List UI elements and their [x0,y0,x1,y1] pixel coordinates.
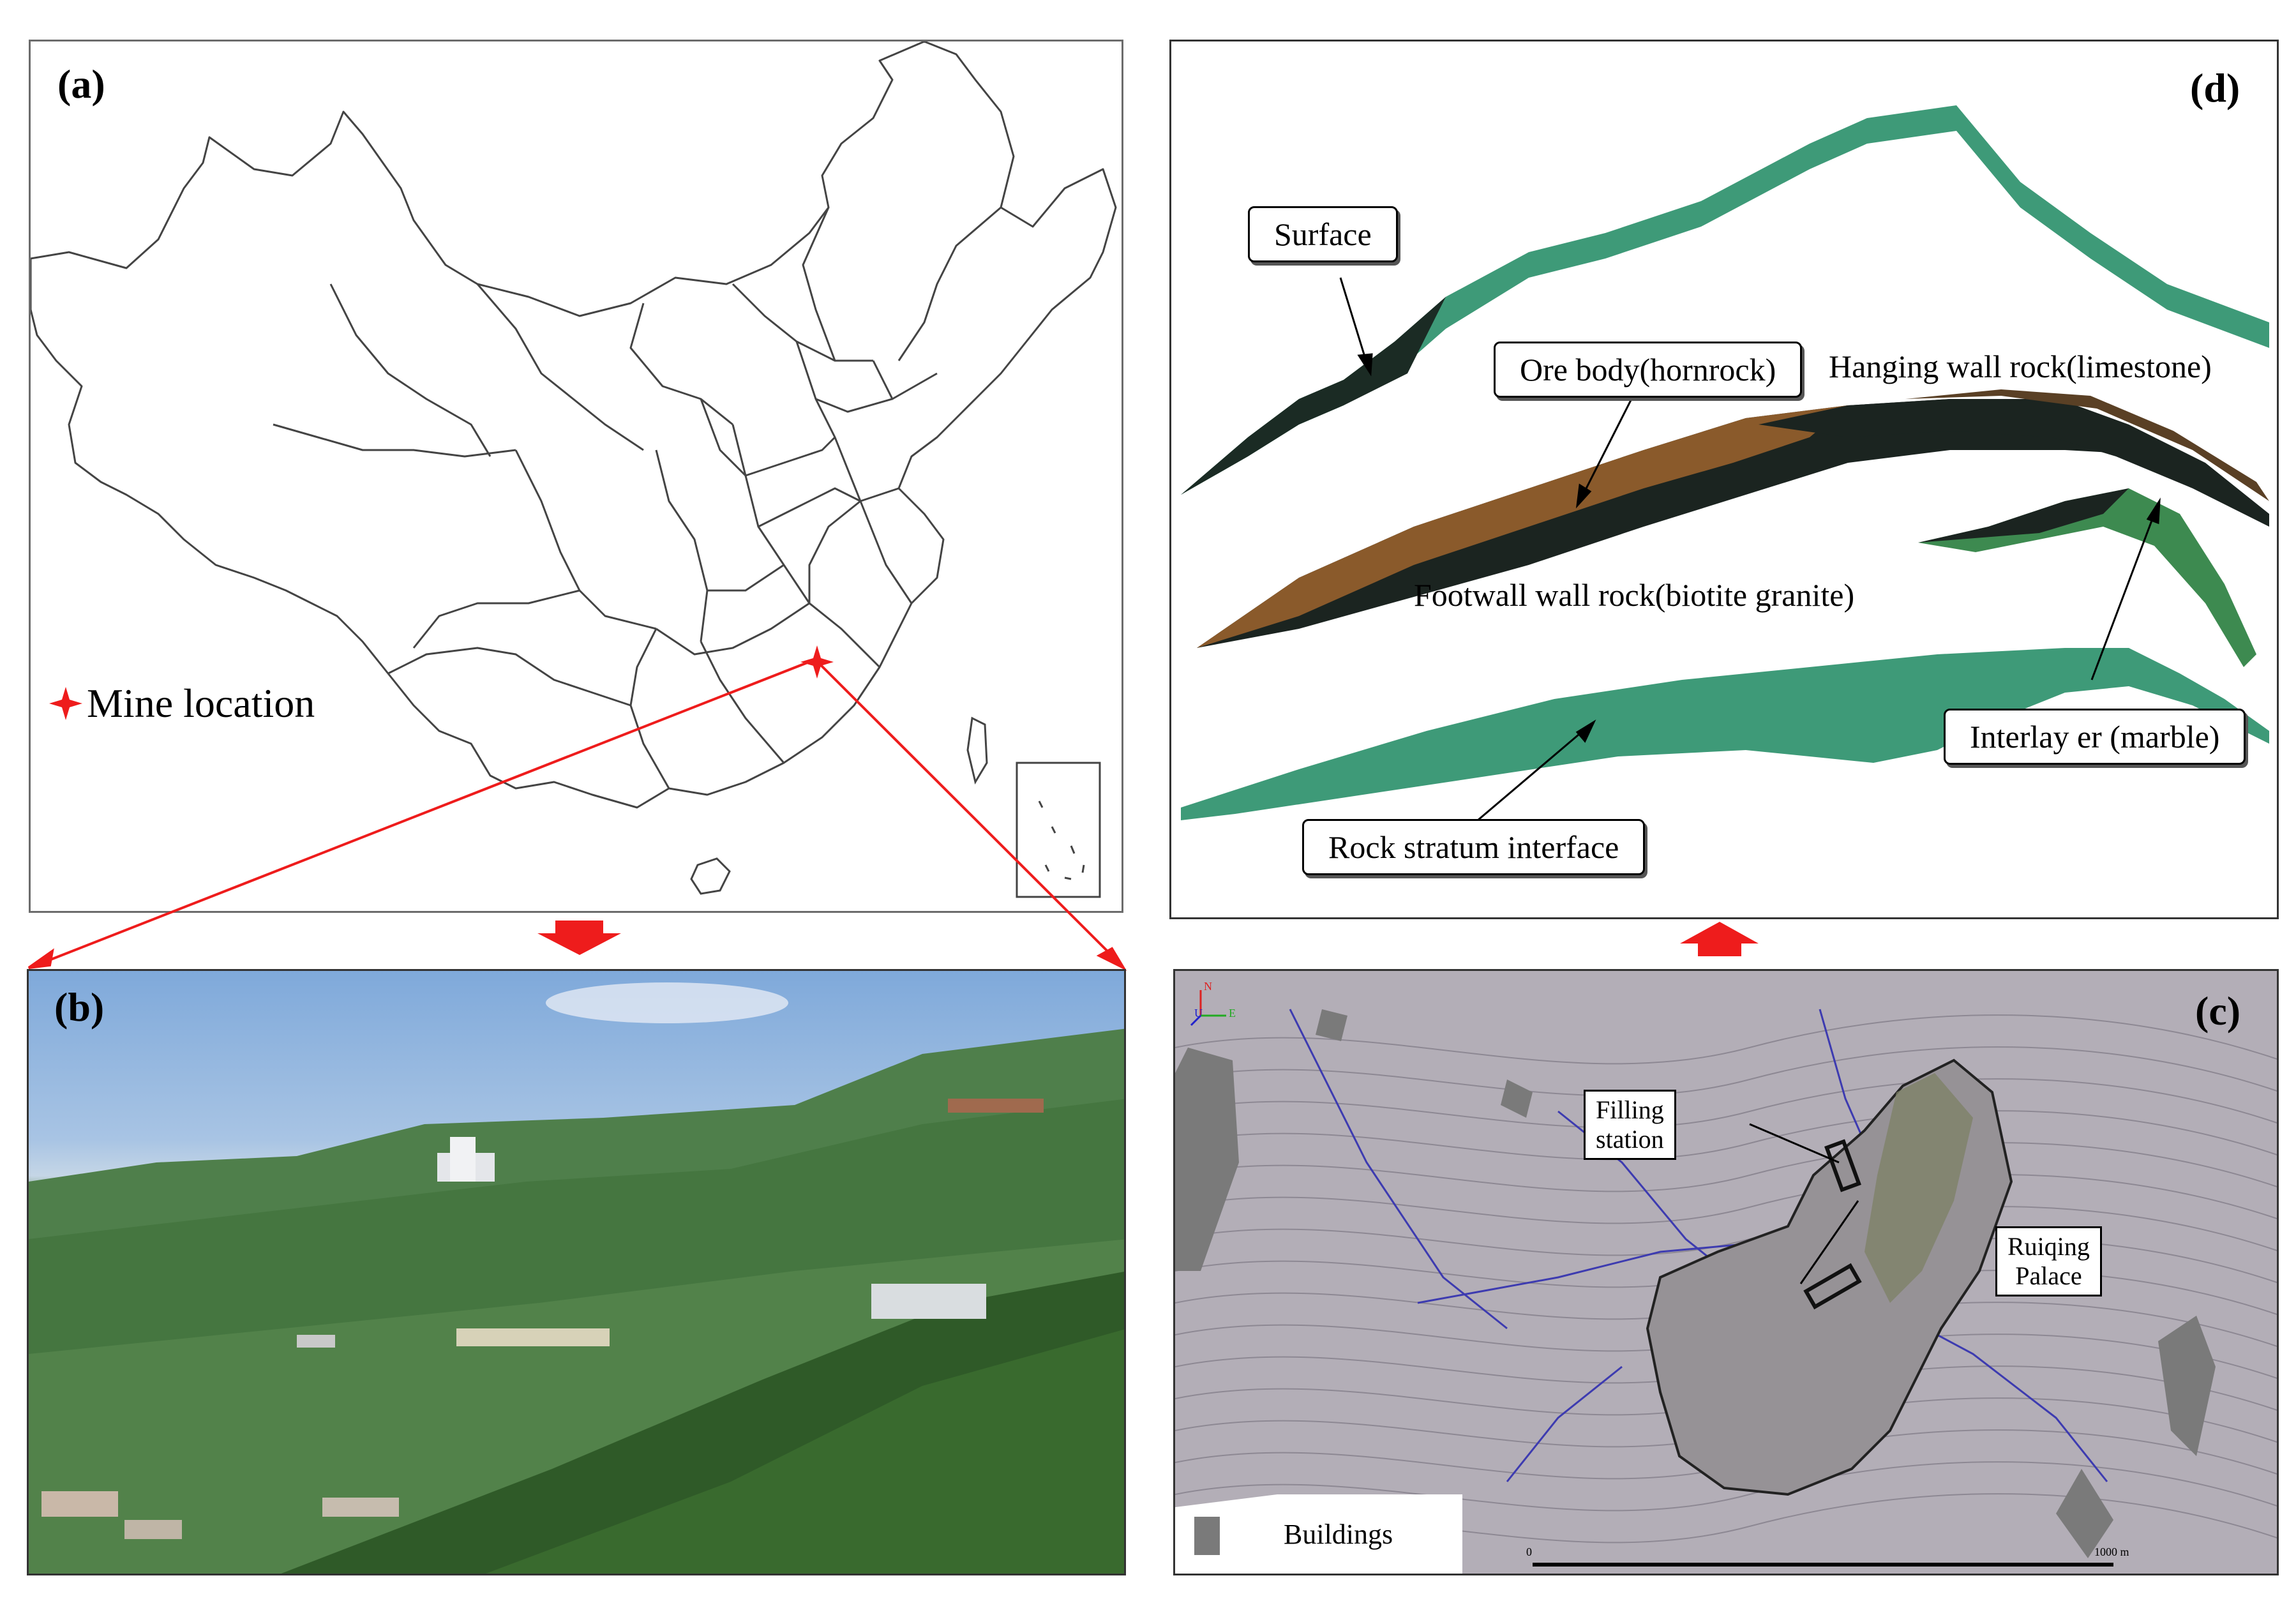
surface-label: Surface [1248,206,1398,262]
scale-start-label: 0 [1526,1545,1532,1558]
panel-a-letter: (a) [57,61,105,107]
china-map-outline [31,41,1117,898]
hanging-wall-label: Hanging wall rock(limestone) [1829,349,2212,384]
panel-c-letter: (c) [2195,988,2241,1034]
north-label-u: U [1194,1007,1203,1019]
panel-d-letter: (d) [2190,65,2240,110]
interlayer-label: Interlay er (marble) [1944,709,2246,765]
panel-b-letter: (b) [54,984,105,1030]
rock-stratum-label: Rock stratum interface [1302,819,1646,875]
scale-end-label: 1000 m [2094,1545,2129,1558]
panel-b-site-photo: (b) [27,969,1126,1575]
ruiqing-palace-label: Ruiqing Palace [1995,1226,2102,1297]
panel-a-china-map: (a) Mine location [29,40,1123,913]
mine-location-legend-label: Mine location [87,680,315,726]
north-label-n: N [1204,980,1212,993]
landscape-illustration [29,982,1124,1574]
filling-station-line-1: Filling [1596,1095,1664,1124]
red-star-icon [49,687,82,720]
contour-map [1175,990,2277,1574]
geology-cross-section [1181,105,2269,822]
ruiqing-palace-line-2: Palace [2015,1261,2082,1290]
north-label-e: E [1229,1007,1236,1019]
up-arrow-icon [1680,922,1759,956]
filling-station-label: Filling station [1584,1090,1676,1160]
ore-body-label: Ore body(hornrock) [1494,342,1803,398]
buildings-legend-label: Buildings [1284,1519,1393,1550]
mine-location-marker-icon [800,645,834,679]
panel-d-geology-model: (d) Surface Ore body(hornrock) Hanging w… [1169,40,2279,919]
down-arrow-icon [537,921,621,955]
footwall-label: Footwall wall rock(biotite granite) [1414,577,1855,613]
filling-station-line-2: station [1596,1125,1664,1154]
ruiqing-palace-line-1: Ruiqing [2007,1232,2090,1261]
panel-c-mine-plan: N E U (c) Filling station Ruiqing Palace… [1173,969,2279,1575]
